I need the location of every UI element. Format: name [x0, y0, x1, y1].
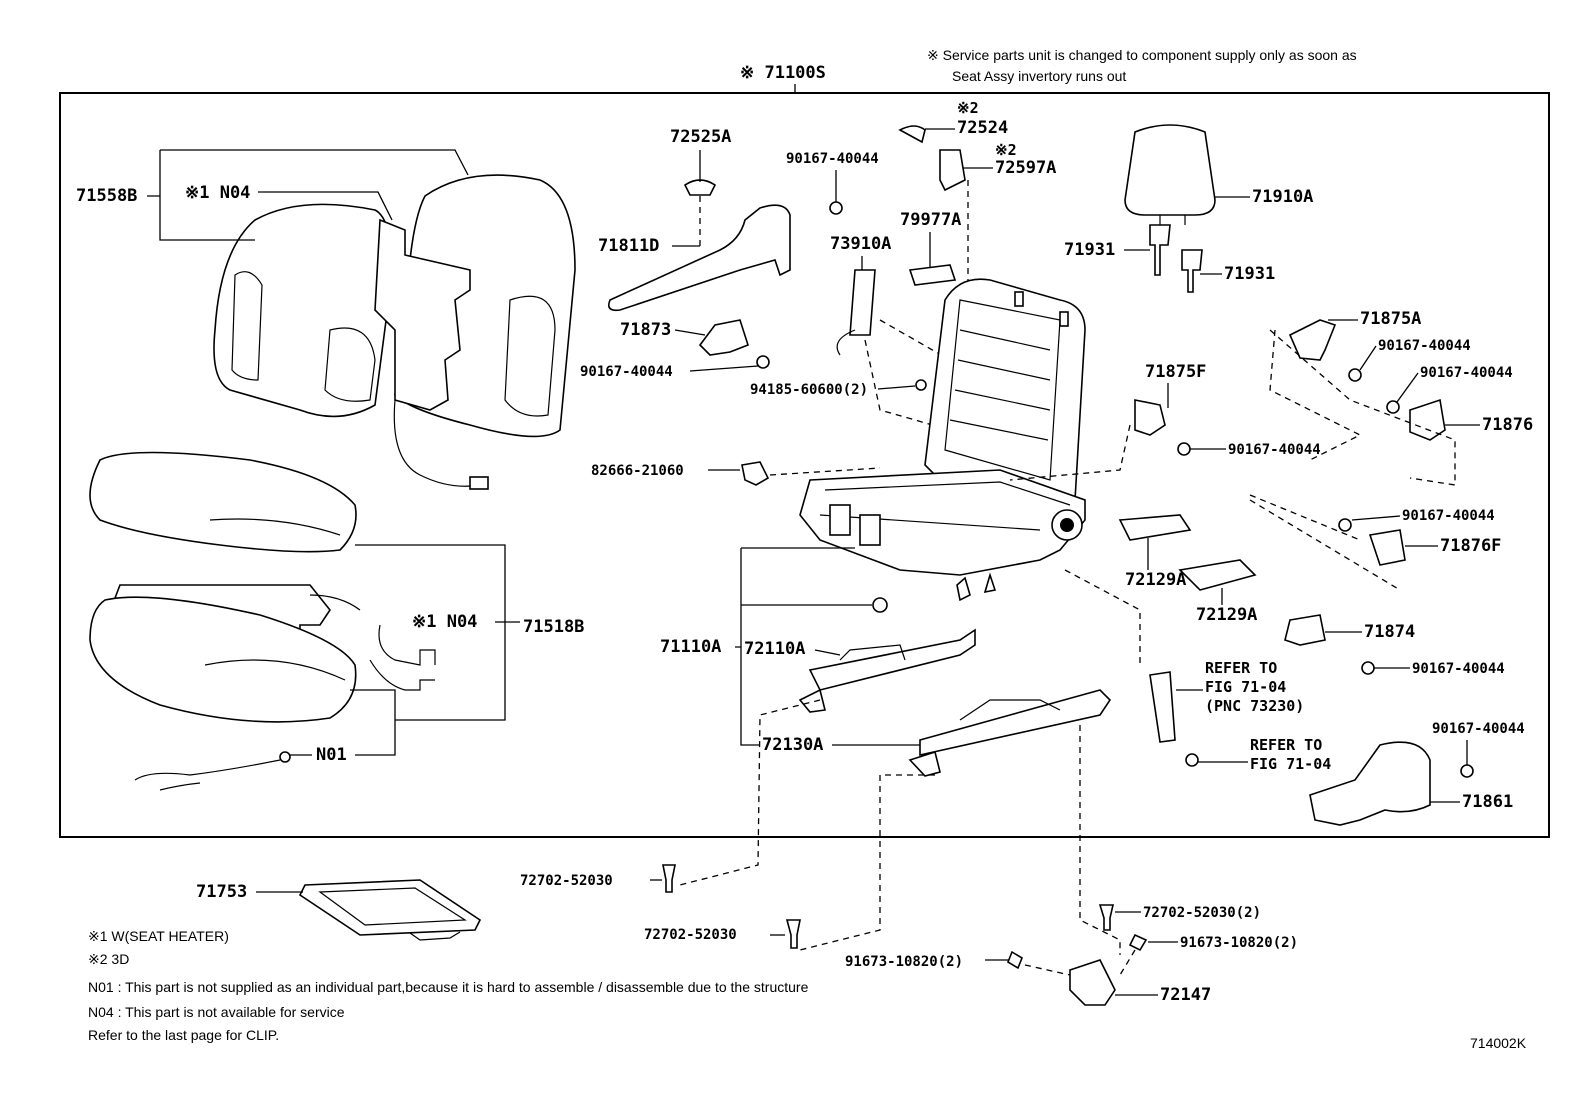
refer2-line2: FIG 71-04	[1250, 755, 1331, 773]
dash-refer1	[1064, 569, 1141, 665]
label-90167-b: 90167-40044	[580, 364, 673, 380]
side-trim-parts-drawing	[1118, 319, 1474, 826]
header-note-line2: Seat Assy invertory runs out	[952, 68, 1126, 84]
footnote-5: Refer to the last page for CLIP.	[88, 1027, 279, 1043]
label-71875F: 71875F	[1145, 362, 1206, 382]
leader-71873	[674, 329, 706, 336]
footnote-4: N04 : This part is not available for ser…	[88, 1004, 345, 1020]
label-72130A: 72130A	[762, 735, 823, 755]
header-note-line1: ※ Service parts unit is changed to compo…	[927, 47, 1357, 63]
leader-71558B	[147, 149, 469, 241]
label-90167-c: 90167-40044	[1378, 338, 1471, 354]
label-71876F: 71876F	[1440, 536, 1501, 556]
label-72702-b: 72702-52030(2)	[1143, 905, 1261, 921]
label-72524: 72524	[957, 118, 1008, 138]
label-72129A-b: 72129A	[1196, 605, 1257, 625]
dash-71875F	[1009, 424, 1131, 481]
mark-72597A: ※2	[995, 141, 1017, 159]
dash-72702-a	[679, 699, 821, 886]
label-71876: 71876	[1482, 415, 1533, 435]
leader-90167-f	[1351, 515, 1401, 521]
leader-90167-b	[689, 365, 759, 372]
label-72129A-a: 72129A	[1125, 570, 1186, 590]
refer1-line3: (PNC 73230)	[1205, 697, 1304, 715]
upper-trim-parts-drawing	[607, 125, 966, 391]
seat-frame-drawing	[799, 278, 1086, 602]
label-71861: 71861	[1462, 792, 1513, 812]
label-71875A: 71875A	[1360, 309, 1421, 329]
footnote-1: ※1 W(SEAT HEATER)	[88, 928, 229, 944]
seat-track-drawing	[798, 597, 1112, 777]
dash-91673	[1024, 949, 1136, 976]
dash-side-trims	[1269, 329, 1456, 486]
label-71518B: 71518B	[523, 617, 584, 637]
dash-72702-b	[1079, 725, 1121, 955]
assembly-label: ※ 71100S	[740, 63, 826, 83]
dash-71876F	[1249, 494, 1401, 591]
label-94185: 94185-60600(2)	[750, 382, 868, 398]
label-71873: 71873	[620, 320, 671, 340]
refer2-line1: REFER TO	[1250, 736, 1322, 754]
label-90167-a: 90167-40044	[786, 151, 879, 167]
label-71811D: 71811D	[598, 236, 659, 256]
footnote-2: ※2 3D	[88, 951, 129, 967]
label-82666: 82666-21060	[591, 463, 684, 479]
frame-71753-drawing	[298, 879, 482, 941]
seat-cushion-drawing	[89, 451, 436, 791]
seatback-cover-drawing	[213, 174, 576, 490]
label-N01: N01	[316, 745, 347, 765]
bolt-91673-b	[1128, 933, 1148, 952]
label-71874: 71874	[1364, 622, 1415, 642]
leader-71518B	[355, 544, 520, 721]
bolt-91673-a	[1007, 950, 1023, 970]
bracket-72147-drawing	[1069, 959, 1116, 1006]
refer1-line2: FIG 71-04	[1205, 678, 1286, 696]
leader-94185	[877, 385, 916, 390]
dash-82666	[769, 467, 881, 476]
label-72702-c: 72702-52030	[644, 927, 737, 943]
bolt-72702-b	[1098, 904, 1115, 931]
label-79977A: 79977A	[900, 210, 961, 230]
label-71753: 71753	[196, 882, 247, 902]
label-90167-e: 90167-40044	[1228, 442, 1321, 458]
leader-N01	[290, 689, 396, 756]
label-72702-a: 72702-52030	[520, 873, 613, 889]
headrest-drawing	[1124, 124, 1216, 293]
leader-90167-d	[1396, 372, 1419, 403]
label-71910A: 71910A	[1252, 187, 1313, 207]
label-91673-b: 91673-10820(2)	[1180, 935, 1298, 951]
assembly-frame	[59, 92, 1550, 838]
label-72597A: 72597A	[995, 158, 1056, 178]
dash-72702-c	[799, 774, 935, 951]
connector-82666-drawing	[741, 461, 770, 486]
bolt-72702-a	[662, 864, 676, 893]
bolt-72702-c	[785, 919, 801, 949]
footnote-3: N01 : This part is not supplied as an in…	[88, 979, 809, 995]
mark-72524: ※2	[957, 99, 979, 117]
refer1-line1: REFER TO	[1205, 659, 1277, 677]
label-72525A: 72525A	[670, 127, 731, 147]
label-91673-a: 91673-10820(2)	[845, 954, 963, 970]
label-72110A: 72110A	[744, 639, 805, 659]
leader-90167-c	[1359, 345, 1377, 371]
leader-71110A	[735, 547, 872, 746]
label-90167-f: 90167-40044	[1402, 508, 1495, 524]
figure-code: 714002K	[1470, 1035, 1527, 1051]
label-71518B-note: ※1 N04	[412, 612, 477, 632]
label-72147: 72147	[1160, 985, 1211, 1005]
label-90167-d: 90167-40044	[1420, 365, 1513, 381]
label-71558B: 71558B	[76, 186, 137, 206]
label-71931-b: 71931	[1224, 264, 1275, 284]
label-90167-h: 90167-40044	[1432, 721, 1525, 737]
label-73910A: 73910A	[830, 234, 891, 254]
label-71558B-note: ※1 N04	[185, 183, 250, 203]
label-90167-g: 90167-40044	[1412, 661, 1505, 677]
label-71110A: 71110A	[660, 637, 721, 657]
label-71931-a: 71931	[1064, 240, 1115, 260]
